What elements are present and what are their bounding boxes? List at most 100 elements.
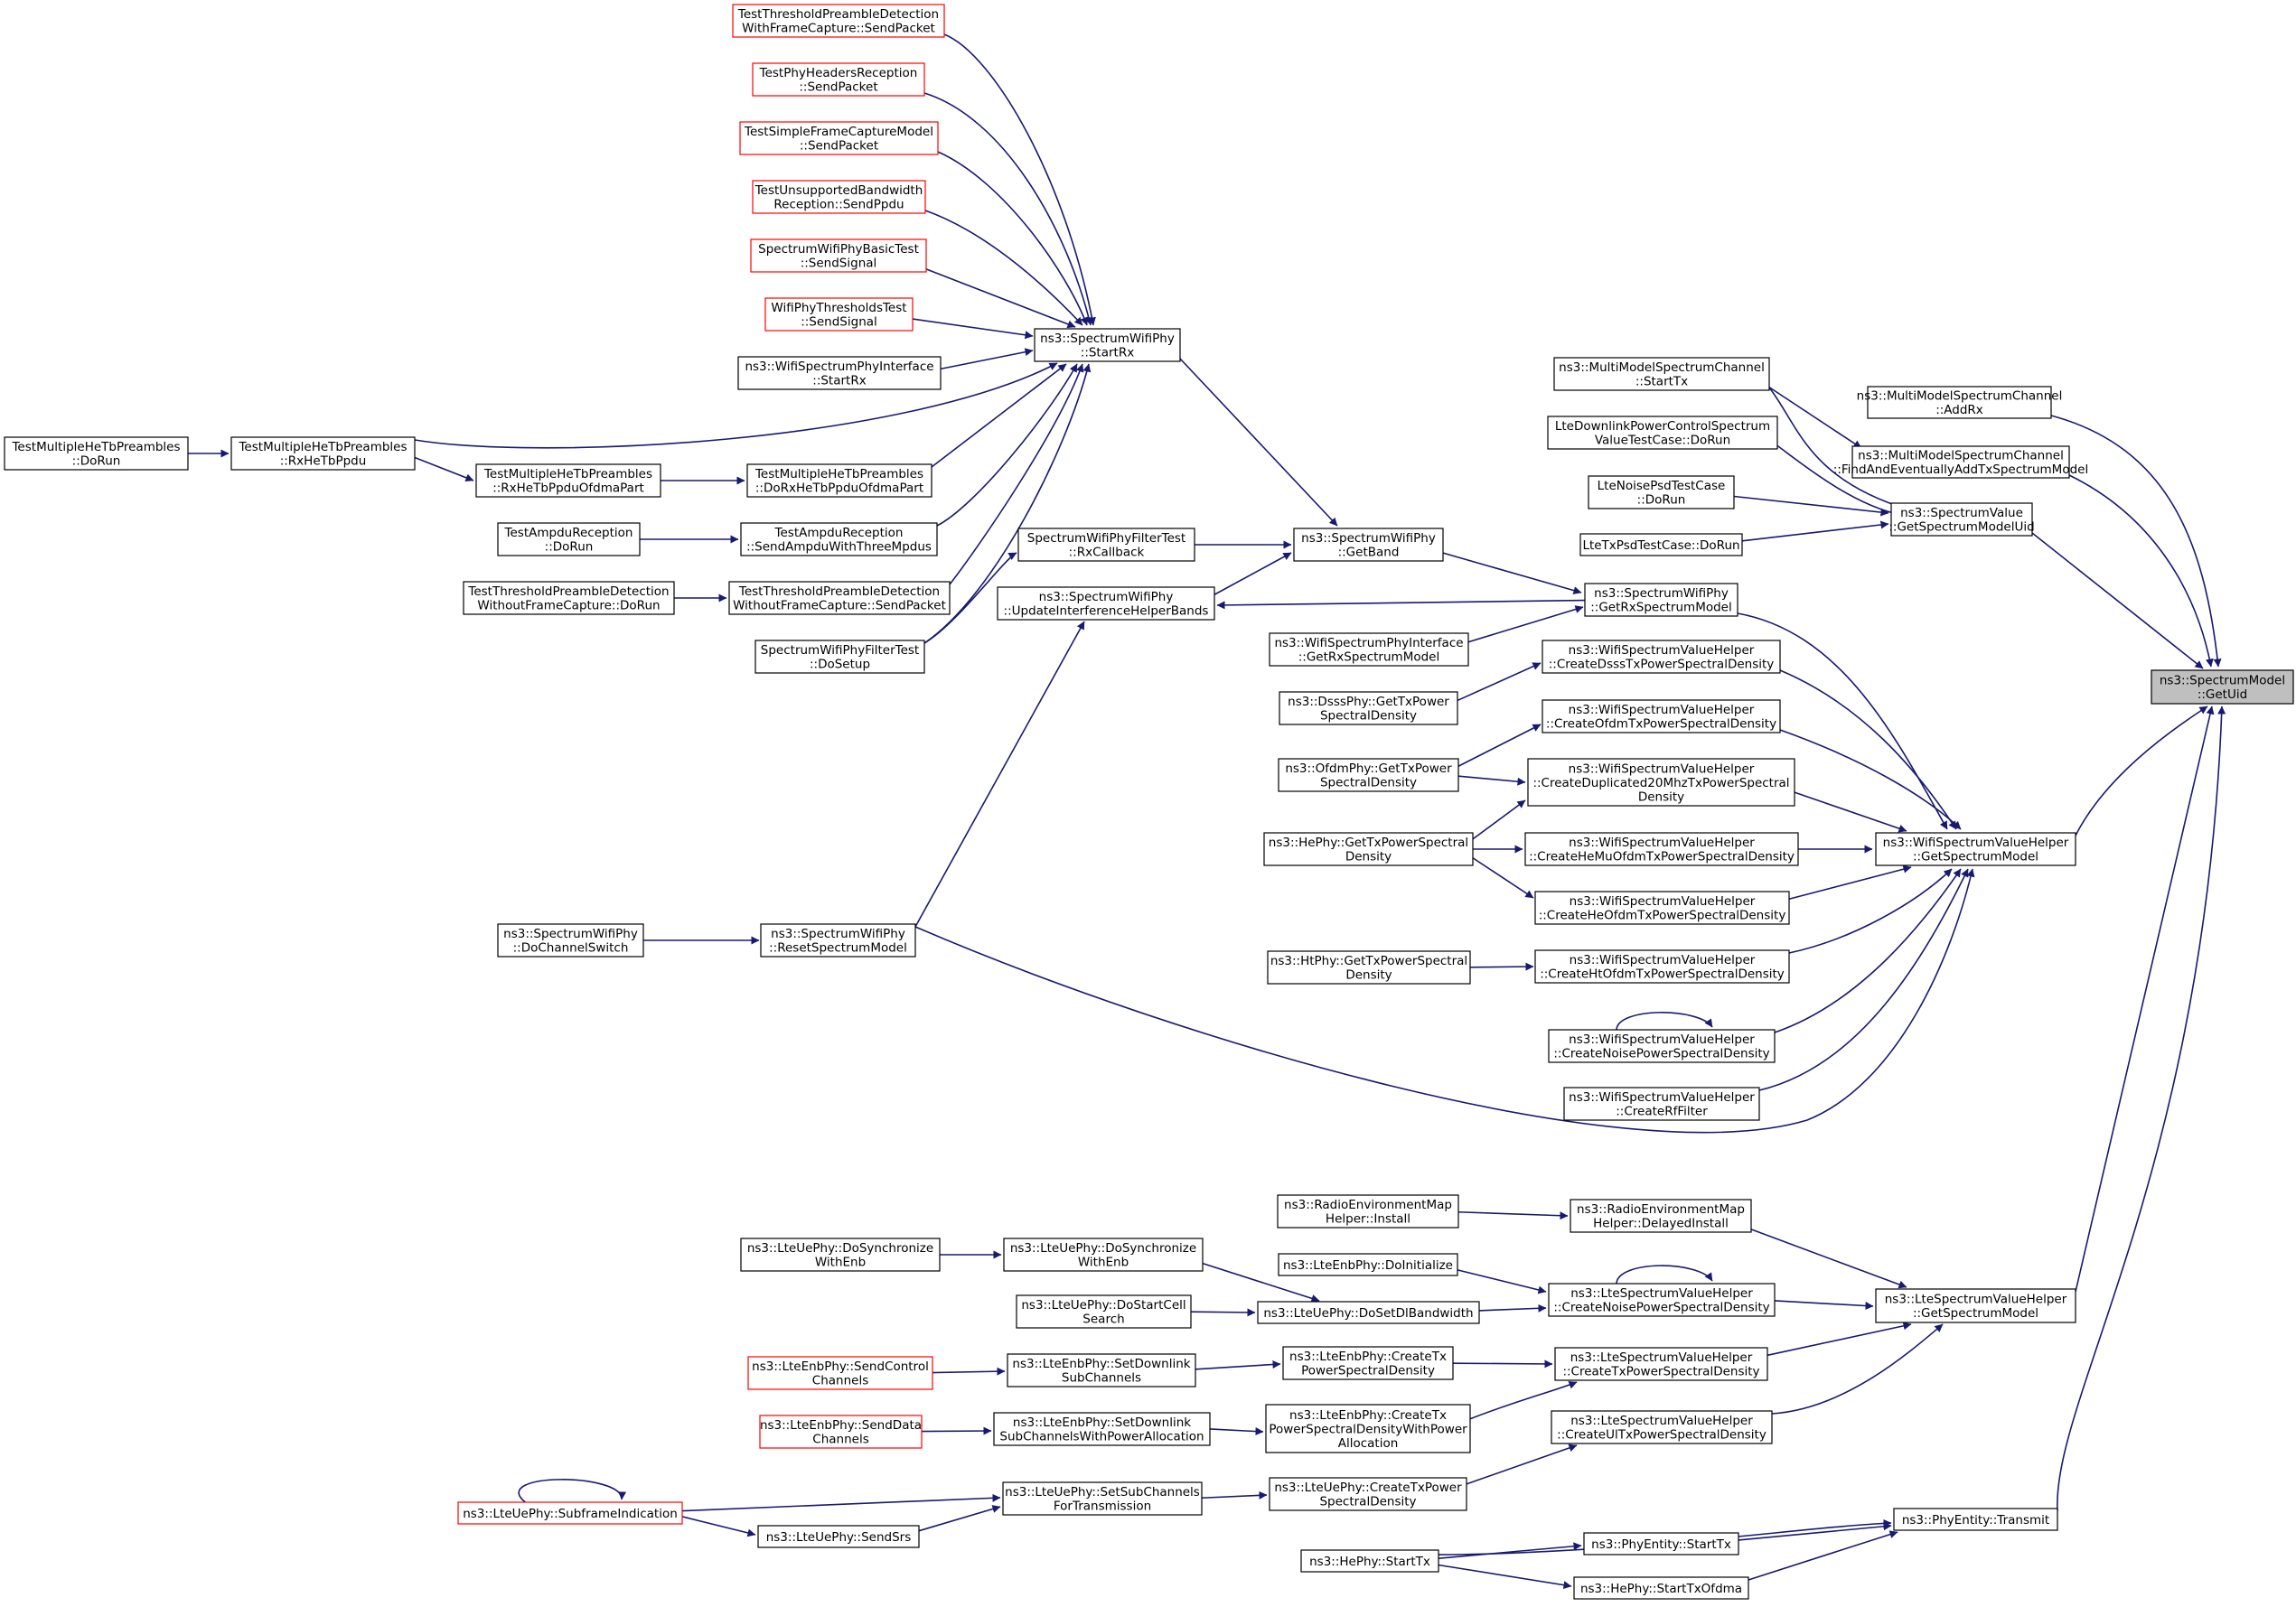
- node-lsvh_ultx[interactable]: ns3::LteSpectrumValueHelper::CreateUlTxP…: [1551, 1410, 1773, 1444]
- node-box[interactable]: [1583, 1532, 1739, 1556]
- node-box[interactable]: [740, 522, 938, 556]
- node-lup_dosetdlbw[interactable]: ns3::LteUePhy::DoSetDlBandwidth: [1257, 1301, 1480, 1324]
- node-lsvh_tx[interactable]: ns3::LteSpectrumValueHelper::CreateTxPow…: [1554, 1347, 1768, 1381]
- node-tmhtp_dorxofdma[interactable]: TestMultipleHeTbPreambles::DoRxHeTbPpduO…: [746, 463, 932, 498]
- node-box[interactable]: [760, 923, 916, 958]
- node-t_tpd_wofc_dorun[interactable]: TestThresholdPreambleDetectionWithoutFra…: [463, 581, 675, 615]
- node-box[interactable]: [737, 356, 942, 390]
- node-box[interactable]: [1003, 1238, 1204, 1272]
- node-box[interactable]: [750, 238, 927, 273]
- node-wspi_startrx[interactable]: ns3::WifiSpectrumPhyInterface::StartRx: [737, 356, 942, 390]
- node-hp_starttxofdma[interactable]: ns3::HePhy::StartTxOfdma: [1573, 1576, 1749, 1600]
- node-box[interactable]: [1570, 1199, 1752, 1233]
- node-box[interactable]: [1548, 1283, 1776, 1317]
- node-box[interactable]: [1300, 1549, 1439, 1573]
- node-box[interactable]: [1265, 1404, 1471, 1453]
- node-mmsc_addrx[interactable]: ns3::MultiModelSpectrumChannel::AddRx: [1857, 386, 2063, 419]
- node-rem_delayed[interactable]: ns3::RadioEnvironmentMapHelper::DelayedI…: [1570, 1199, 1752, 1233]
- node-tmhtp_rxhetb[interactable]: TestMultipleHeTbPreambles::RxHeTbPpdu: [230, 436, 416, 471]
- node-swp_resetsm[interactable]: ns3::SpectrumWifiPhy::ResetSpectrumModel: [760, 923, 916, 958]
- node-lup_sendsrs[interactable]: ns3::LteUePhy::SendSrs: [757, 1525, 920, 1548]
- node-box[interactable]: [1279, 691, 1458, 725]
- node-box[interactable]: [1524, 832, 1799, 866]
- node-box[interactable]: [457, 1501, 683, 1525]
- node-box[interactable]: [752, 180, 926, 214]
- node-box[interactable]: [497, 522, 641, 556]
- node-box[interactable]: [746, 463, 932, 498]
- node-box[interactable]: [1017, 528, 1195, 562]
- node-t_wpt[interactable]: WifiPhyThresholdsTest::SendSignal: [764, 297, 914, 332]
- node-pe_starttx[interactable]: ns3::PhyEntity::StartTx: [1583, 1532, 1739, 1556]
- node-tar_sendampdu[interactable]: TestAmpduReception::SendAmpduWithThreeMp…: [740, 522, 938, 556]
- node-tar_dorun[interactable]: TestAmpduReception::DoRun: [497, 522, 641, 556]
- node-swp_getrxsm[interactable]: ns3::SpectrumWifiPhy::GetRxSpectrumModel: [1584, 583, 1738, 617]
- node-tmhtp_rxofdma[interactable]: TestMultipleHeTbPreambles::RxHeTbPpduOfd…: [475, 463, 661, 498]
- node-t_tpd_wfc[interactable]: TestThresholdPreambleDetectionWithFrameC…: [732, 4, 945, 38]
- node-swp_updateibands[interactable]: ns3::SpectrumWifiPhy::UpdateInterference…: [997, 586, 1215, 621]
- node-mmsc_starttx[interactable]: ns3::MultiModelSpectrumChannel::StartTx: [1553, 357, 1770, 391]
- node-box[interactable]: [1269, 632, 1469, 667]
- node-box[interactable]: [1534, 949, 1790, 984]
- node-box[interactable]: [1548, 1029, 1776, 1063]
- node-box[interactable]: [1579, 533, 1743, 556]
- node-swp_getband[interactable]: ns3::SpectrumWifiPhy::GetBand: [1293, 528, 1444, 562]
- node-box[interactable]: [739, 121, 939, 155]
- node-wsvh_gsm[interactable]: ns3::WifiSpectrumValueHelper::GetSpectru…: [1875, 832, 2076, 866]
- node-box[interactable]: [1534, 891, 1790, 925]
- node-lup_subframe[interactable]: ns3::LteUePhy::SubframeIndication: [457, 1501, 683, 1525]
- node-box[interactable]: [1527, 758, 1795, 807]
- node-wspi_getrxsm[interactable]: ns3::WifiSpectrumPhyInterface::GetRxSpec…: [1269, 632, 1469, 667]
- node-box[interactable]: [230, 436, 416, 471]
- node-t_tpd_wofc[interactable]: TestThresholdPreambleDetectionWithoutFra…: [728, 581, 951, 615]
- node-t_sfcm[interactable]: TestSimpleFrameCaptureModel::SendPacket: [739, 121, 939, 155]
- node-lep_ctxpsdwpa[interactable]: ns3::LteEnbPhy::CreateTxPowerSpectralDen…: [1265, 1404, 1471, 1453]
- node-box[interactable]: [1588, 475, 1735, 509]
- node-box[interactable]: [475, 463, 661, 498]
- node-wsvh_dsss[interactable]: ns3::WifiSpectrumValueHelper::CreateDsss…: [1542, 640, 1781, 674]
- node-lsvh_noise[interactable]: ns3::LteSpectrumValueHelper::CreateNoise…: [1548, 1283, 1776, 1317]
- node-box[interactable]: [1293, 528, 1444, 562]
- node-wsvh_htofdm[interactable]: ns3::WifiSpectrumValueHelper::CreateHtOf…: [1534, 949, 1790, 984]
- node-sv_getuid[interactable]: ns3::SpectrumValue::GetSpectrumModelUid: [1888, 502, 2035, 537]
- node-box[interactable]: [1584, 583, 1738, 617]
- node-box[interactable]: [1553, 357, 1770, 391]
- node-box[interactable]: [1551, 1410, 1773, 1444]
- node-box[interactable]: [728, 581, 951, 615]
- node-mmsc_find[interactable]: ns3::MultiModelSpectrumChannel::FindAndE…: [1833, 445, 2088, 479]
- node-box[interactable]: [1007, 1353, 1196, 1387]
- node-box[interactable]: [747, 1356, 933, 1390]
- node-box[interactable]: [463, 581, 675, 615]
- node-box[interactable]: [993, 1412, 1211, 1446]
- node-tmhtp_dorun[interactable]: TestMultipleHeTbPreambles::DoRun: [4, 436, 189, 471]
- node-wsvh_hemu[interactable]: ns3::WifiSpectrumValueHelper::CreateHeMu…: [1524, 832, 1799, 866]
- node-box[interactable]: [1542, 640, 1781, 674]
- node-lup_setsubch[interactable]: ns3::LteUePhy::SetSubChannelsForTransmis…: [1002, 1481, 1203, 1516]
- node-wsvh_dup20[interactable]: ns3::WifiSpectrumValueHelper::CreateDupl…: [1527, 758, 1795, 807]
- node-box[interactable]: [4, 436, 189, 471]
- node-box[interactable]: [759, 1415, 923, 1449]
- node-box[interactable]: [1002, 1481, 1203, 1516]
- node-lsvh_gsm[interactable]: ns3::LteSpectrumValueHelper::GetSpectrum…: [1875, 1288, 2076, 1323]
- node-box[interactable]: [497, 923, 644, 958]
- node-box[interactable]: [740, 1238, 941, 1272]
- node-box[interactable]: [1034, 328, 1181, 362]
- node-box[interactable]: [1851, 445, 2070, 479]
- node-box[interactable]: [1542, 699, 1781, 733]
- node-box[interactable]: [1269, 1477, 1467, 1511]
- node-wsvh_rf[interactable]: ns3::WifiSpectrumValueHelper::CreateRfFi…: [1563, 1087, 1760, 1121]
- node-ltetx_dorun[interactable]: LteTxPsdTestCase::DoRun: [1579, 533, 1743, 556]
- node-box[interactable]: [1277, 1194, 1459, 1229]
- node-box[interactable]: [1893, 1508, 2058, 1531]
- node-box[interactable]: [1278, 758, 1459, 792]
- node-phyentity_transmit[interactable]: ns3::PhyEntity::Transmit: [1893, 1508, 2058, 1531]
- node-lep_ctxpsd[interactable]: ns3::LteEnbPhy::CreateTxPowerSpectralDen…: [1282, 1346, 1454, 1380]
